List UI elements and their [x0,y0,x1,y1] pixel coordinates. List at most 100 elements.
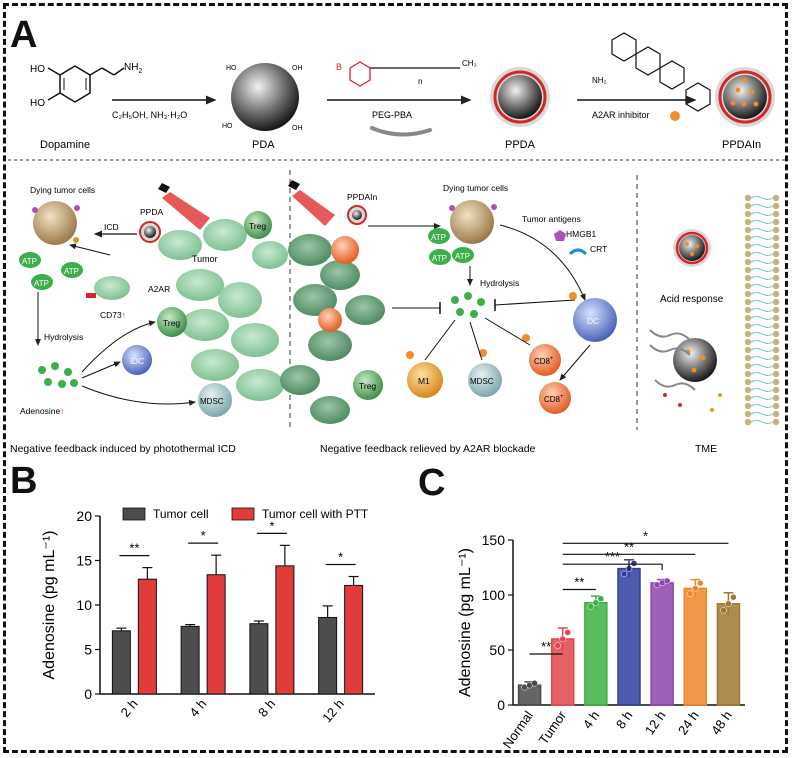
membrane-head [772,386,780,394]
left-ppda-label: PPDA [140,207,163,217]
membrane-head [772,346,780,354]
membrane-head [744,234,752,242]
membrane-head [744,306,752,314]
membrane-head [744,354,752,362]
membrane-head [772,290,780,298]
ppda-label: PPDA [505,139,536,151]
membrane-head [744,298,752,306]
membrane-tail [750,252,774,256]
b-bar [206,574,226,695]
b-bar [344,584,364,695]
c-data-point [697,579,704,587]
middle-ppdain-label: PPDAIn [347,192,378,202]
peg-chain-icon [370,126,432,137]
membrane-head [744,210,752,218]
dopamine-ho-1: HO [30,64,45,75]
b-sig-label: * [338,550,343,565]
membrane-tail [750,356,774,360]
membrane-head [744,362,752,370]
membrane-tail [750,236,774,240]
svg-text:Treg: Treg [249,221,266,231]
svg-text:ATP: ATP [432,254,447,263]
inhibitor-dot-icon [670,111,680,121]
ppda-nanoparticle [490,67,550,127]
membrane-head [772,330,780,338]
c-y-tick-label: 150 [482,532,506,548]
svg-text:ATP: ATP [34,279,49,288]
left-caption: Negative feedback induced by phototherma… [10,443,236,455]
membrane-head [744,410,752,418]
membrane-head [744,290,752,298]
c-data-point [720,607,727,614]
membrane-head [744,402,752,410]
b-bar [180,625,200,695]
c-y-axis-title: Adenosine (pg mL⁻¹) [457,548,474,697]
membrane-head [744,202,752,210]
membrane-head [772,210,780,218]
membrane-head [772,322,780,330]
membrane-head [772,202,780,210]
membrane-tail [750,364,774,368]
c-bar [584,601,608,706]
membrane-head [744,226,752,234]
c-data-point [692,585,699,592]
membrane-head [772,354,780,362]
c-data-point [725,600,732,608]
c-sig-label: ** [541,639,551,654]
svg-text:OH: OH [292,65,303,72]
left-hydrolysis-label: Hydrolysis [44,332,83,342]
c-x-tick-label: 4 h [580,708,603,731]
cd8-label-2: CD8+ [544,394,564,404]
b-x-tick-label: 2 h [118,696,141,719]
left-dying-label: Dying tumor cells [30,185,95,195]
dying-tumor-cell [33,201,77,245]
c-y-tick-label: 100 [482,587,506,603]
c-data-point [592,599,600,606]
membrane-head [744,386,752,394]
b-y-tick-label: 5 [84,642,92,658]
membrane-head [744,330,752,338]
left-mdsc-label: MDSC [200,397,224,406]
membrane-tail [750,268,774,272]
c-data-point [663,577,671,585]
membrane-head [744,338,752,346]
c-data-point [730,593,737,601]
membrane-head [772,250,780,258]
tumor-label: Tumor [192,254,218,264]
membrane-tail [750,388,774,392]
c-data-point [559,635,566,643]
panel-b-label: B [10,460,38,502]
membrane-tail [750,212,774,216]
membrane-tail [750,260,774,264]
membrane-head [744,194,752,202]
c-x-tick-label: Tumor [536,708,570,748]
membrane-head [744,218,752,226]
membrane-head [772,266,780,274]
membrane-tail [750,412,774,416]
pda-oh-label: HO [226,65,237,72]
svg-text:ATP: ATP [64,267,79,276]
b-legend-label: Tumor cell with PTT [262,507,369,521]
middle-caption: Negative feedback relieved by A2AR block… [320,443,536,455]
idc-label: iDC [130,356,144,366]
b-bar [111,630,131,695]
svg-text:CH₃: CH₃ [462,59,477,68]
svg-text:B: B [336,62,342,72]
right-caption: TME [695,443,717,455]
dopamine-ho-2: HO [30,98,45,109]
c-sig-label: ** [574,575,584,590]
membrane-head [744,242,752,250]
c-y-tick-label: 0 [497,697,505,713]
cd8-label-1: CD8+ [534,356,554,366]
c-sig-label: *** [605,549,620,564]
membrane-head [772,378,780,386]
membrane-tail [750,420,774,424]
svg-text:NH₂: NH₂ [592,76,607,85]
c-data-point [554,642,561,649]
membrane-head [772,242,780,250]
membrane-tail [750,348,774,352]
c-x-tick-label: 12 h [642,708,669,737]
svg-text:HO: HO [222,123,233,130]
b-bar [275,565,295,695]
b-legend-swatch [122,507,146,521]
